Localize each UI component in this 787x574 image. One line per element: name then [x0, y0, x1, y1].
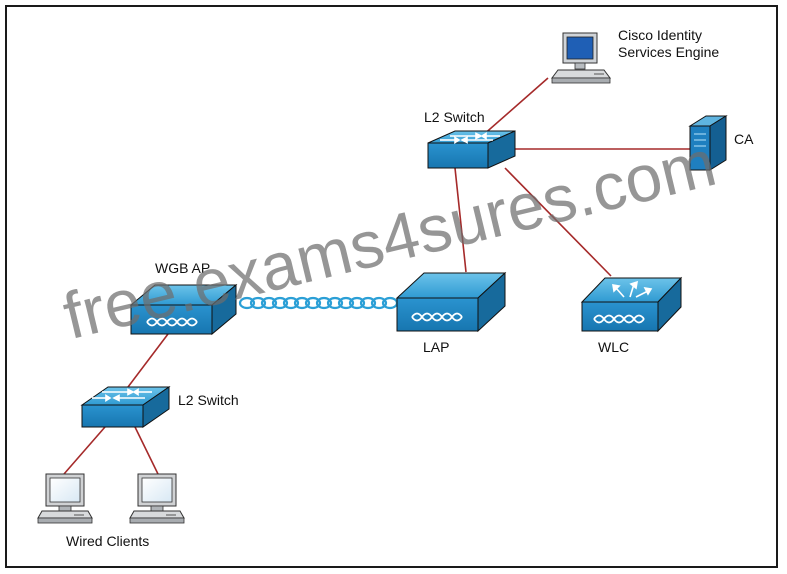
link-switch-client2: [134, 426, 159, 475]
wired-client-2-icon: [129, 473, 185, 524]
link-wgb-switch: [127, 333, 169, 388]
diagram-frame: [5, 5, 778, 568]
ca-server-icon: [688, 115, 728, 171]
ca-label: CA: [734, 131, 754, 147]
wgb-ap-icon: [129, 283, 238, 336]
lap-icon: [395, 271, 507, 333]
access-switch-label: L2 Switch: [178, 392, 239, 408]
lap-label: LAP: [423, 339, 450, 355]
links: [63, 77, 690, 475]
ise-label-line2: Services Engine: [618, 44, 720, 60]
access-switch-icon: [80, 386, 171, 428]
wired-client-1-icon: [37, 473, 93, 524]
wlc-icon: [580, 276, 683, 333]
core-switch-icon: [427, 130, 516, 169]
wireless-link: [238, 296, 399, 310]
link-ise-switch: [481, 77, 549, 137]
wired-clients-label: Wired Clients: [66, 533, 150, 549]
wlc-label: WLC: [598, 339, 630, 355]
link-switch-client1: [63, 426, 106, 475]
core-switch-label: L2 Switch: [424, 109, 485, 125]
link-switch-wlc: [504, 167, 612, 277]
ise-workstation-icon: [551, 32, 611, 84]
wgb-ap-label: WGB AP: [155, 260, 211, 276]
link-switch-lap: [454, 167, 467, 273]
ise-label-line1: Cisco Identity: [618, 27, 703, 43]
